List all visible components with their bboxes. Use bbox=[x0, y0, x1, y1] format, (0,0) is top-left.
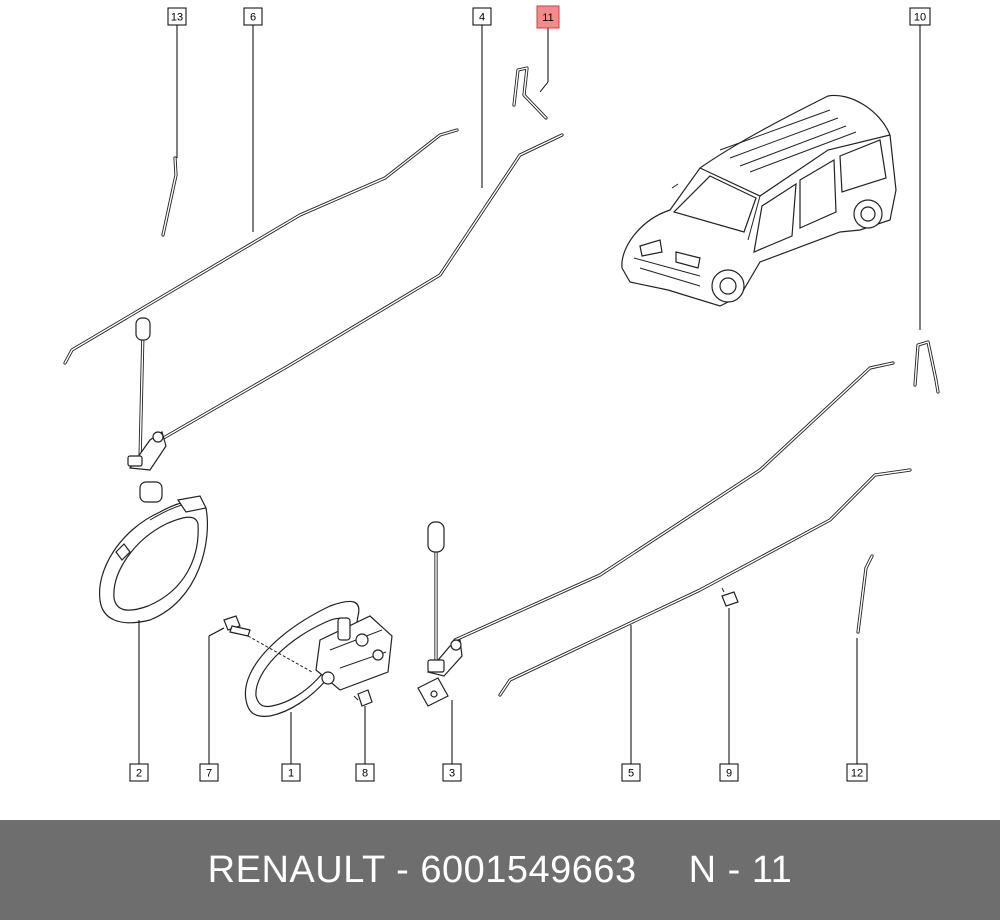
callout-1: 1 bbox=[281, 763, 301, 782]
svg-text:13: 13 bbox=[171, 12, 183, 24]
brand-name: RENAULT bbox=[207, 848, 386, 891]
svg-text:2: 2 bbox=[136, 768, 142, 780]
parts-diagram: 13 6 4 11 10 2 7 1 8 3 5 9 bbox=[63, 5, 940, 782]
reference-number: N - 11 bbox=[688, 848, 793, 891]
callout-5: 5 bbox=[621, 763, 641, 782]
svg-text:5: 5 bbox=[628, 768, 634, 780]
svg-text:11: 11 bbox=[542, 12, 553, 24]
svg-text:4: 4 bbox=[479, 12, 485, 24]
rod-long-right bbox=[453, 361, 895, 642]
rod-6 bbox=[63, 128, 459, 365]
svg-text:12: 12 bbox=[851, 768, 863, 780]
callout-12: 12 bbox=[846, 763, 868, 782]
interior-door-handle bbox=[98, 495, 209, 624]
svg-text:1: 1 bbox=[288, 768, 294, 780]
callout-10: 10 bbox=[909, 7, 931, 26]
footer-bar: RENAULT - 6001549663 N - 11 bbox=[0, 820, 1000, 920]
rod-11 bbox=[512, 66, 548, 120]
svg-text:10: 10 bbox=[914, 12, 926, 24]
callout-4: 4 bbox=[472, 7, 492, 26]
rod-5 bbox=[498, 468, 912, 697]
svg-text:6: 6 bbox=[250, 12, 256, 24]
rod-12 bbox=[856, 554, 874, 634]
callout-6: 6 bbox=[243, 7, 263, 26]
callout-9: 9 bbox=[719, 763, 739, 782]
svg-text:9: 9 bbox=[726, 768, 732, 780]
rod-13 bbox=[161, 156, 178, 237]
svg-text:8: 8 bbox=[362, 768, 368, 780]
callout-7: 7 bbox=[199, 763, 219, 782]
rod-10 bbox=[913, 340, 940, 394]
separator: - bbox=[385, 848, 421, 891]
vehicle-illustration bbox=[621, 94, 897, 307]
callout-8: 8 bbox=[355, 763, 375, 782]
clip bbox=[353, 689, 373, 707]
callout-2: 2 bbox=[129, 763, 149, 782]
callout-13: 13 bbox=[167, 7, 187, 26]
callout-11: 11 bbox=[536, 5, 560, 29]
lock-mechanism-left bbox=[127, 431, 167, 503]
svg-text:3: 3 bbox=[449, 768, 455, 780]
screw bbox=[223, 615, 313, 673]
lock-mechanism-right bbox=[417, 639, 463, 707]
leader-lines bbox=[138, 25, 921, 764]
rod-vertical-right bbox=[427, 521, 445, 664]
small-clip bbox=[721, 587, 739, 607]
footer-caption: RENAULT - 6001549663 N - 11 bbox=[208, 849, 793, 892]
door-lock-body bbox=[244, 600, 393, 717]
part-number: 6001549663 bbox=[420, 848, 637, 891]
svg-text:7: 7 bbox=[206, 768, 212, 780]
callout-3: 3 bbox=[442, 763, 462, 782]
rod-vertical-left bbox=[135, 317, 151, 462]
rod-4 bbox=[158, 133, 564, 442]
